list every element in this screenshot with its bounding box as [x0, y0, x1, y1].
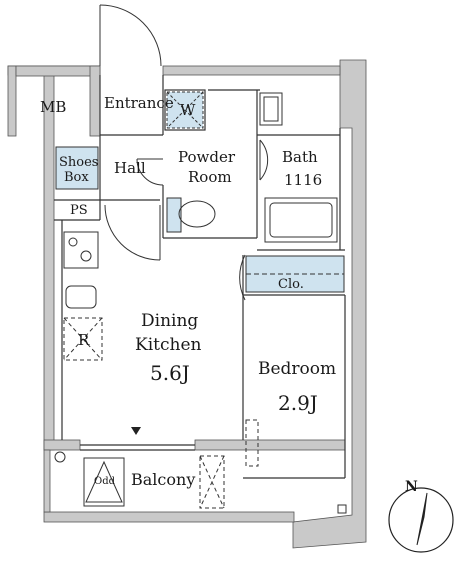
label-dk-size: 5.6J	[150, 361, 190, 385]
label-bedroom-size: 2.9J	[278, 391, 318, 415]
label-washer: W	[180, 101, 196, 119]
label-box: Box	[64, 170, 89, 185]
label-ps: PS	[70, 203, 88, 218]
doors	[99, 4, 269, 301]
room-labels: MB Entrance W Powder Room Bath 1116 Shoe…	[40, 94, 336, 489]
label-room: Room	[188, 168, 232, 186]
compass-needle	[416, 492, 428, 546]
label-fridge: R	[78, 331, 90, 349]
label-bedroom: Bedroom	[258, 359, 336, 379]
label-shoes: Shoes	[59, 155, 98, 170]
label-powder: Powder	[178, 148, 236, 166]
compass: N	[388, 479, 454, 553]
compass-circle	[388, 487, 454, 553]
label-kitchen: Kitchen	[135, 335, 201, 355]
label-outdoor-unit: Odd	[94, 476, 116, 487]
label-closet: Clo.	[278, 277, 304, 292]
label-balcony: Balcony	[131, 470, 195, 489]
label-bath-size: 1116	[284, 171, 322, 189]
label-mb: MB	[40, 98, 66, 116]
label-hall: Hall	[114, 159, 146, 177]
compass-label: N	[405, 479, 418, 495]
label-bath: Bath	[282, 148, 318, 166]
balcony-arrow	[131, 427, 141, 435]
fixtures	[54, 91, 347, 514]
label-dining: Dining	[141, 311, 198, 331]
interior-walls	[54, 75, 346, 479]
label-entrance: Entrance	[104, 94, 174, 112]
